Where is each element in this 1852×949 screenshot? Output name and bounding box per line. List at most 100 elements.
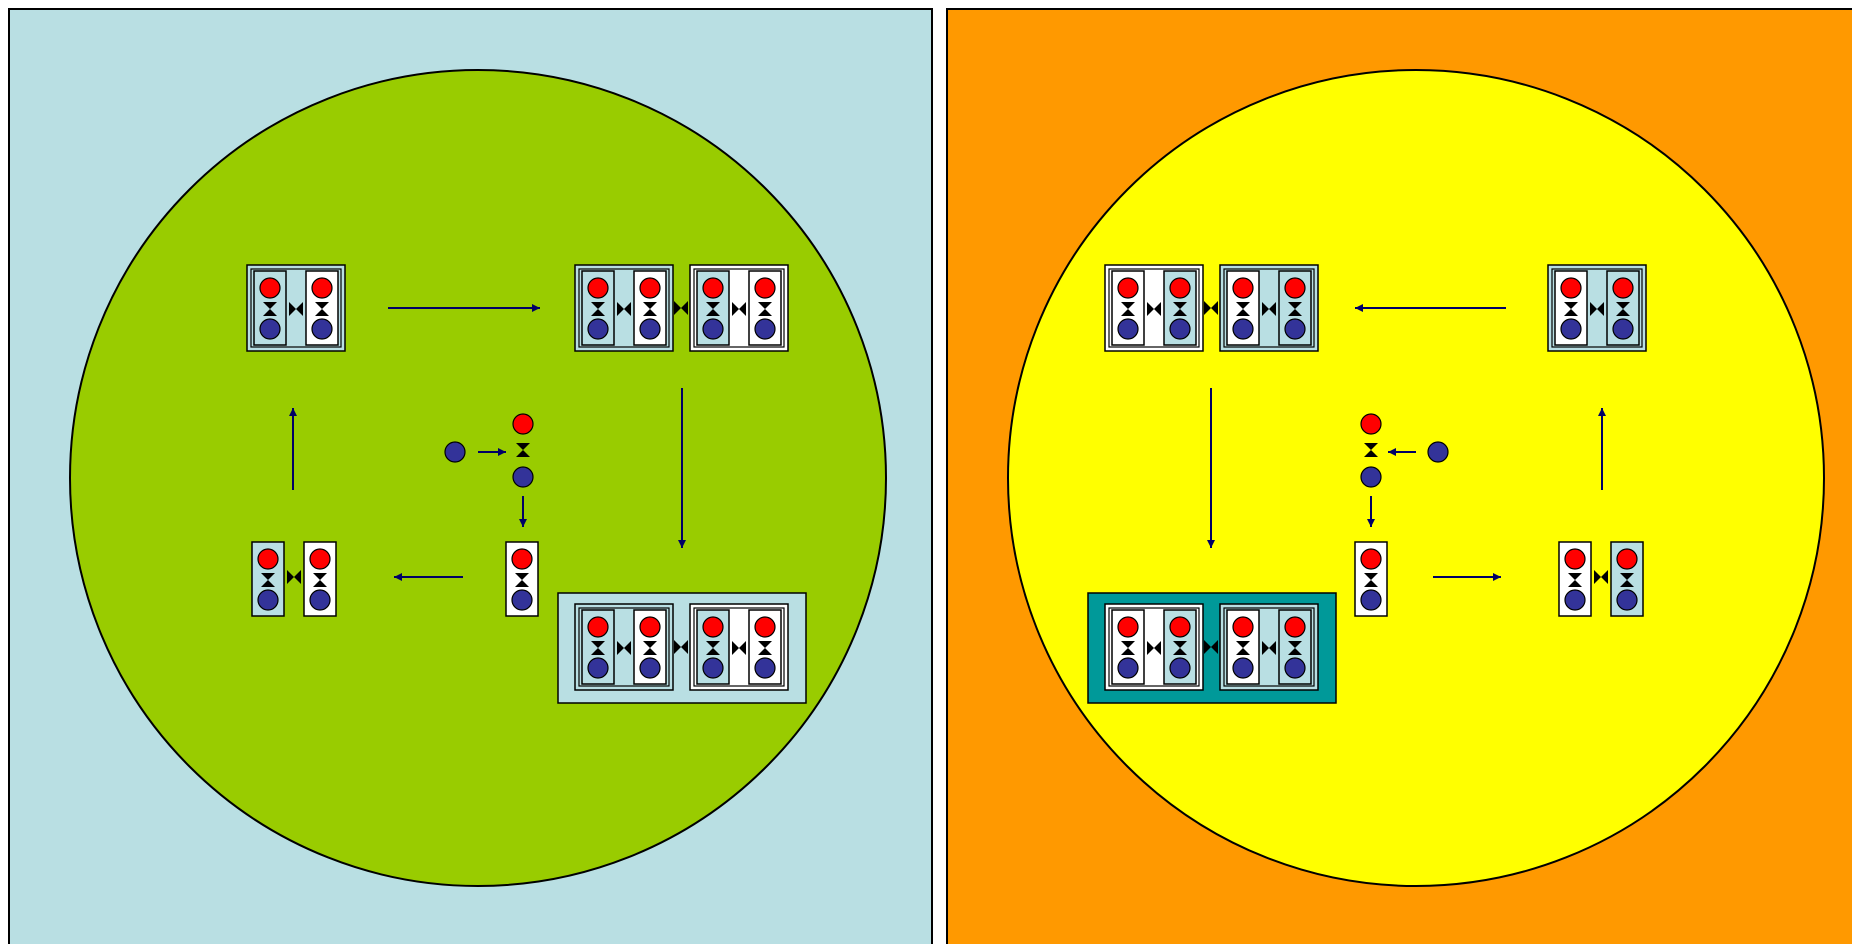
dimer-pair-right [305, 270, 339, 346]
link-icon-top [1121, 302, 1135, 309]
red-ball [1612, 277, 1634, 299]
bond-icon-left [1147, 302, 1154, 316]
bond-icon-right [1597, 302, 1604, 316]
bond-icon-right [739, 641, 746, 655]
dimer-inner-frame [693, 607, 785, 687]
link-icon-top [1288, 641, 1302, 648]
blue-ball [639, 318, 661, 340]
blue-ball [702, 657, 724, 679]
blue-ball [1616, 589, 1638, 611]
dimer-pair-left [581, 609, 615, 685]
free-blue-ball [1427, 441, 1449, 463]
bond-icon-right [681, 301, 688, 315]
dimer-inner-frame [1223, 268, 1315, 348]
blue-ball [1117, 657, 1139, 679]
blue-ball [1560, 318, 1582, 340]
bond-icon-right [294, 570, 301, 584]
complex-dimer-b [1219, 603, 1319, 691]
dimer-inner-frame [1108, 607, 1200, 687]
link-icon-bottom [643, 648, 657, 655]
red-ball [1616, 548, 1638, 570]
link-icon-bottom [1568, 580, 1582, 587]
blue-ball [702, 318, 724, 340]
red-ball [639, 277, 661, 299]
left-panel [8, 8, 933, 949]
bond-icon-left [1262, 641, 1269, 655]
blue-ball [587, 657, 609, 679]
separate-pair-left [1558, 541, 1592, 617]
right-cycle-content [1087, 264, 1647, 704]
complex-dimer-b [689, 603, 789, 691]
link-icon-bottom [1288, 648, 1302, 655]
link-icon-top [1173, 302, 1187, 309]
center-blue-ball [1360, 466, 1382, 488]
dimer-inner-frame [1108, 268, 1200, 348]
dimer-pair-left [696, 270, 730, 346]
link-icon-bottom [758, 648, 772, 655]
dimer-pair-right [748, 609, 782, 685]
blue-ball [259, 318, 281, 340]
red-ball [1169, 277, 1191, 299]
red-ball [702, 616, 724, 638]
left-cycle-circle [69, 69, 887, 887]
link-icon-bottom [1364, 580, 1378, 587]
red-ball [1360, 548, 1382, 570]
monomer-pair [1354, 541, 1388, 617]
dimer-pair-left [1111, 609, 1145, 685]
tetramer-dimer-b [1219, 264, 1319, 352]
link-icon-top [261, 573, 275, 580]
dimer-inner-frame [578, 607, 670, 687]
blue-ball [1117, 318, 1139, 340]
dimer-inner-frame [578, 268, 670, 348]
link-icon-top [516, 443, 530, 450]
bond-icon-right [1269, 302, 1276, 316]
blue-ball [311, 318, 333, 340]
right-panel [946, 8, 1852, 949]
link-icon-bottom [261, 580, 275, 587]
blue-ball [309, 589, 331, 611]
red-ball [1564, 548, 1586, 570]
bond-icon-left [1594, 570, 1601, 584]
link-icon-bottom [315, 309, 329, 316]
link-icon-top [1620, 573, 1634, 580]
link-icon-top [1364, 573, 1378, 580]
blue-ball [1232, 318, 1254, 340]
link-icon-bottom [313, 580, 327, 587]
red-ball [1560, 277, 1582, 299]
link-icon-bottom [1288, 309, 1302, 316]
dimer-inner-frame [250, 268, 342, 348]
bond-icon-left [617, 302, 624, 316]
link-icon-top [1236, 302, 1250, 309]
tetramer-dimer-b [689, 264, 789, 352]
blue-ball [754, 318, 776, 340]
bond-icon-left [732, 641, 739, 655]
link-icon-top [591, 641, 605, 648]
link-icon-top [758, 302, 772, 309]
right-cycle-circle [1007, 69, 1825, 887]
link-icon-bottom [643, 309, 657, 316]
red-ball [309, 548, 331, 570]
dimer-top-left [246, 264, 346, 352]
blue-ball [1360, 589, 1382, 611]
link-icon-bottom [1121, 648, 1135, 655]
red-ball [587, 277, 609, 299]
bond-icon-right [296, 302, 303, 316]
bond-icon-left [1147, 641, 1154, 655]
dimer-pair-right [1606, 270, 1640, 346]
link-icon-bottom [1620, 580, 1634, 587]
link-icon-bottom [706, 648, 720, 655]
red-ball [257, 548, 279, 570]
red-ball [1117, 616, 1139, 638]
blue-ball [1284, 657, 1306, 679]
dimer-pair-right [633, 609, 667, 685]
bond-icon-right [1601, 570, 1608, 584]
dimer-pair-left [1554, 270, 1588, 346]
link-icon-bottom [591, 309, 605, 316]
link-icon-top [313, 573, 327, 580]
complex-dimer-a [1104, 603, 1204, 691]
link-icon-bottom [1616, 309, 1630, 316]
red-ball [639, 616, 661, 638]
blue-ball [1564, 589, 1586, 611]
link-icon-top [591, 302, 605, 309]
